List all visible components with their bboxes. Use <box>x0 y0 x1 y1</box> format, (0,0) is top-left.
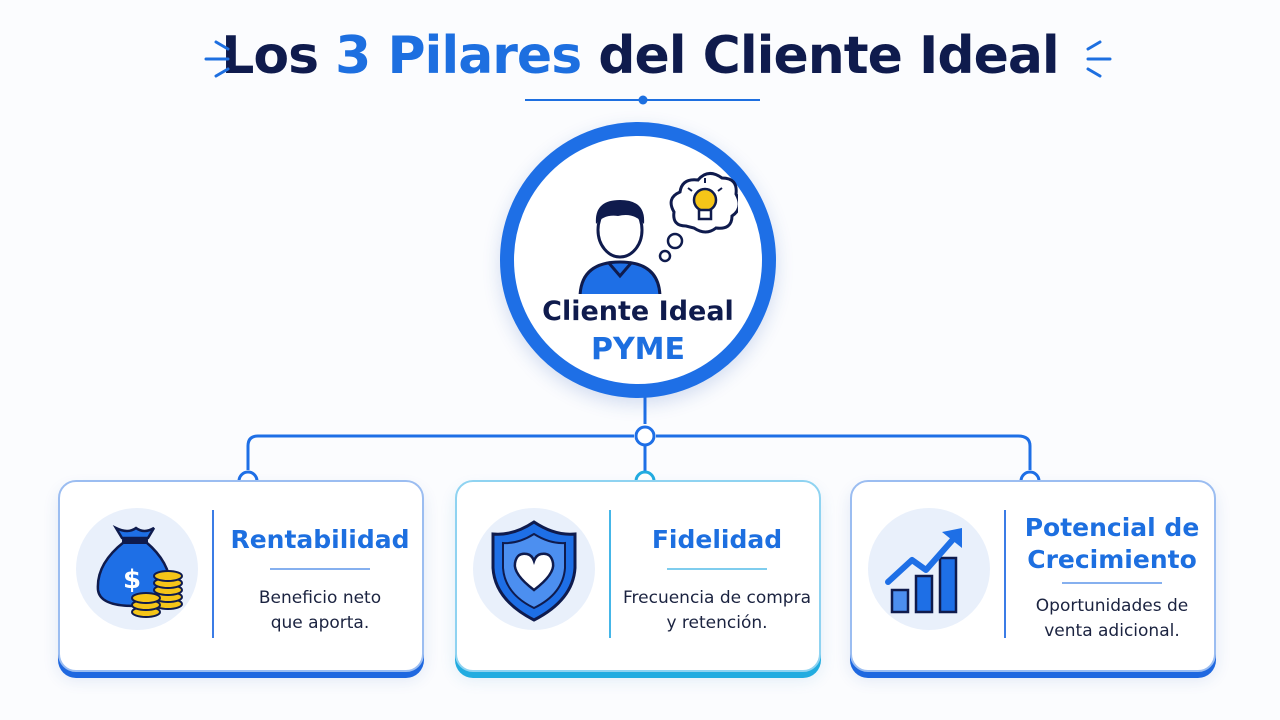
title-highlight: 3 Pilares <box>335 26 582 86</box>
svg-text:$: $ <box>123 565 141 595</box>
page-title: Los 3 Pilares del Cliente Ideal <box>0 26 1280 86</box>
pillar-desc-line2: y retención. <box>666 613 768 633</box>
title-part2: del Cliente Ideal <box>581 26 1060 86</box>
person-idea-icon <box>578 172 738 294</box>
pillar-icon-circle <box>473 508 595 630</box>
pillar-card-rentabilidad: $ Rentabilidad Beneficio neto que aporta… <box>58 480 424 672</box>
title-part1: Los <box>221 26 336 86</box>
shield-heart-icon <box>491 520 577 622</box>
pillar-desc-line2: que aporta. <box>270 613 370 633</box>
pillar-desc-line1: Beneficio neto <box>258 588 382 608</box>
pillar-card-fidelidad: Fidelidad Frecuencia de compra y retenci… <box>455 480 821 672</box>
pillar-icon-circle <box>868 508 990 630</box>
pillar-desc-line1: Oportunidades de <box>1035 596 1189 616</box>
pillar-desc-line1: Frecuencia de compra <box>622 588 812 608</box>
card-divider <box>1004 510 1006 638</box>
growth-chart-icon <box>885 528 962 614</box>
pillar-title-line2: Crecimiento <box>1027 545 1197 574</box>
title-underline <box>1062 582 1162 584</box>
pillar-card-crecimiento: Potencial de Crecimiento Oportunidades d… <box>850 480 1216 672</box>
pillar-title: Fidelidad <box>651 525 783 554</box>
pillar-icon-circle: $ <box>76 508 198 630</box>
card-divider <box>212 510 214 638</box>
hub-subtitle: PYME <box>590 332 686 367</box>
right-sparkle-icon <box>1086 40 1112 78</box>
hub-name: Cliente Ideal <box>542 296 734 327</box>
title-underline <box>667 568 767 570</box>
pillar-title: Rentabilidad <box>230 525 410 554</box>
money-bag-coins-icon: $ <box>96 524 183 618</box>
pillar-title-line1: Potencial de <box>1024 513 1200 542</box>
pillar-desc-line2: venta adicional. <box>1044 621 1180 641</box>
left-sparkle-icon <box>204 40 230 78</box>
central-hub: Cliente Ideal PYME <box>500 122 776 398</box>
card-divider <box>609 510 611 638</box>
title-underline <box>270 568 370 570</box>
